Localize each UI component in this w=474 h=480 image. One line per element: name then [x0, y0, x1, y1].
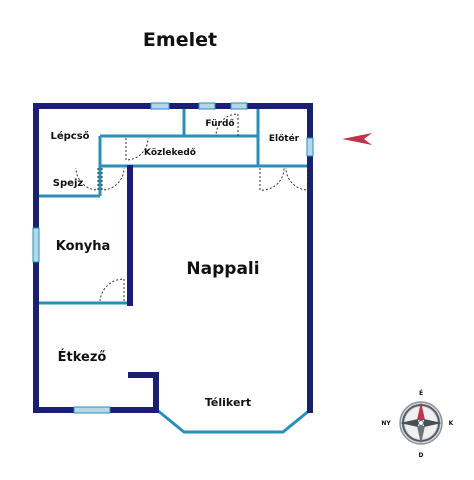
compass-north-label: É: [419, 389, 423, 397]
plan-title: Emelet: [143, 29, 217, 51]
inner-walls: [36, 106, 311, 434]
room-label-furdo: Fürdő: [205, 119, 234, 129]
compass-east-label: K: [449, 420, 454, 427]
windows: [32, 102, 314, 414]
room-label-nappali: Nappali: [186, 259, 259, 279]
compass-west-label: NY: [381, 420, 391, 427]
room-label-konyha: Konyha: [56, 239, 111, 254]
room-label-spejz: Spejz: [53, 178, 84, 189]
room-label-telikert: Télikert: [205, 396, 251, 409]
compass-icon: [399, 401, 443, 445]
room-label-etkezo: Étkező: [58, 349, 107, 365]
door-swings: [75, 113, 309, 302]
arrow-left-icon: [342, 133, 372, 145]
room-label-kozlekedo: Közlekedő: [144, 148, 196, 158]
room-label-eloter: Előtér: [269, 133, 300, 144]
compass-south-label: D: [419, 452, 424, 459]
room-label-lepcso: Lépcső: [50, 130, 89, 142]
